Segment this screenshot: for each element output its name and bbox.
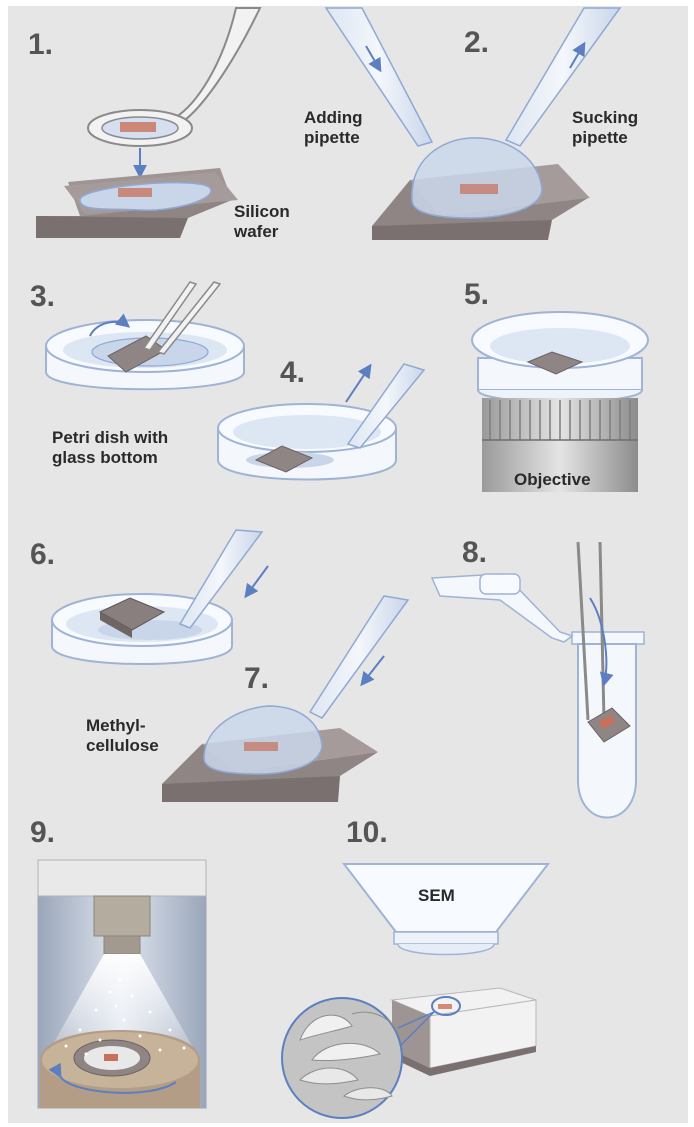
step-3-petri-dish xyxy=(45,281,245,391)
step-number-7: 7. xyxy=(244,662,270,695)
step-number-10: 10. xyxy=(346,816,388,849)
step-number-3: 3. xyxy=(30,280,56,313)
label-objective: Objective xyxy=(514,470,591,489)
step-10-sem xyxy=(281,863,551,1119)
label-sucking-pipette: Sucking pipette xyxy=(572,108,639,147)
step-6-petri-dish-pipette xyxy=(51,529,269,665)
label-sem: SEM xyxy=(418,886,455,905)
step-2-pipettes xyxy=(324,7,622,240)
step-number-9: 9. xyxy=(30,816,56,849)
label-silicon-wafer: Silicon wafer xyxy=(234,202,290,241)
step-7-wafer-pipette xyxy=(162,595,410,802)
step-8-tube xyxy=(430,541,645,819)
step-4-petri-dish-pipette xyxy=(217,363,426,481)
step-number-2: 2. xyxy=(464,26,490,59)
label-methylcellulose: Methyl- cellulose xyxy=(86,716,159,755)
label-adding-pipette: Adding pipette xyxy=(304,108,363,147)
step-number-5: 5. xyxy=(464,278,490,311)
step-number-1: 1. xyxy=(28,28,54,61)
step-9-sputter-coater xyxy=(37,859,207,1109)
step-1-loop-transfer xyxy=(36,7,262,238)
label-petri-dish: Petri dish with glass bottom xyxy=(52,428,169,467)
step-number-8: 8. xyxy=(462,536,488,569)
step-5-objective xyxy=(471,311,649,492)
step-number-4: 4. xyxy=(280,356,306,389)
step-number-6: 6. xyxy=(30,538,56,571)
